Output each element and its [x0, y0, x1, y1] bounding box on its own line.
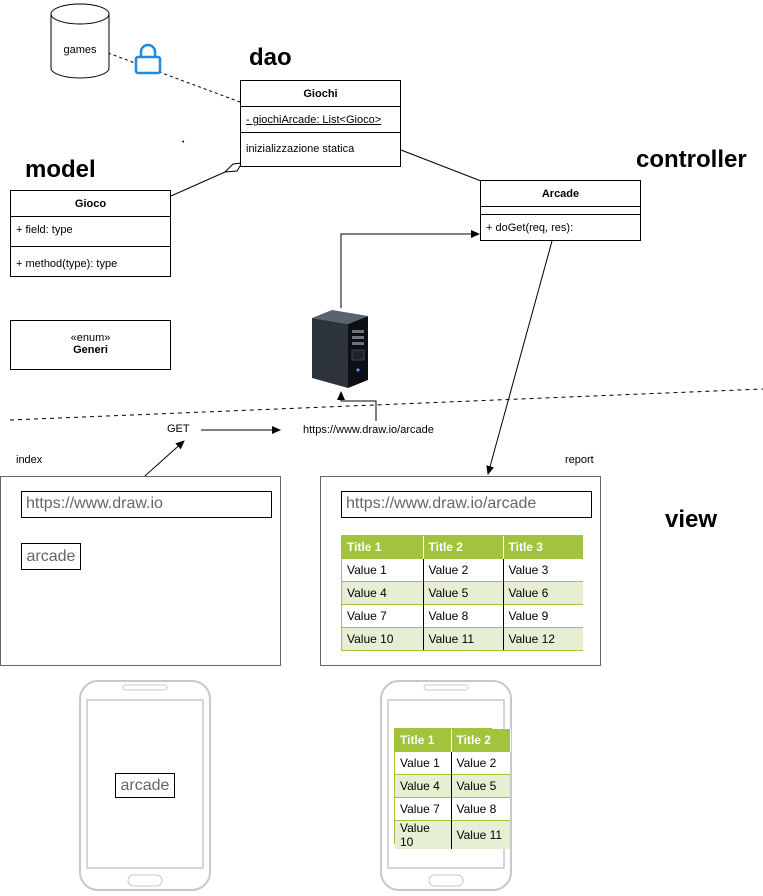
table-cell: Value 11: [423, 627, 504, 650]
table-cell: Value 8: [423, 604, 504, 628]
get-label: GET: [167, 423, 190, 435]
database-label: games: [63, 44, 97, 56]
table-row: Value 7 Value 8 Value 9: [342, 604, 583, 628]
table-row: Value 1 Value 2: [395, 751, 510, 775]
table-cell: Value 1: [342, 558, 424, 582]
gioco-attribute: + field: type: [11, 217, 170, 247]
gioco-class-name: Gioco: [11, 191, 170, 217]
table-cell: Value 7: [342, 604, 424, 628]
index-page-frame: https://www.draw.io arcade: [0, 476, 281, 666]
controller-title: controller: [636, 146, 747, 173]
table-cell: Value 8: [451, 797, 510, 821]
table-cell: Value 7: [395, 797, 452, 821]
table-cell: Value 5: [423, 581, 504, 605]
table-header: Title 2: [451, 729, 511, 752]
lock-icon: [134, 43, 162, 75]
table-cell: Value 10: [342, 627, 424, 650]
table-row: Value 4 Value 5: [395, 774, 510, 798]
index-arcade-button[interactable]: arcade: [21, 543, 81, 570]
phone-table: Title 1 Title 2 Value 1 Value 2 Value 4 …: [394, 728, 511, 849]
arcade-class-separator: [481, 207, 640, 215]
report-label: report: [565, 454, 594, 466]
report-url-input[interactable]: https://www.draw.io/arcade: [341, 491, 592, 518]
url-server-arrow: [337, 391, 377, 421]
table-header: Title 3: [503, 536, 583, 559]
table-header: Title 1: [342, 536, 424, 559]
table-row: Value 4 Value 5 Value 6: [342, 581, 583, 605]
table-cell: Value 12: [503, 627, 583, 650]
db-association-line: [107, 52, 241, 103]
dao-title: dao: [249, 44, 292, 71]
table-header: Title 1: [395, 729, 452, 752]
table-row: Value 10 Value 11: [395, 820, 510, 849]
arcade-report-arrow: [486, 240, 553, 475]
gioco-operation: + method(type): type: [16, 258, 118, 270]
table-row: Value 7 Value 8: [395, 797, 510, 821]
model-title: model: [25, 156, 96, 183]
table-cell: Value 9: [503, 604, 583, 628]
table-cell: Value 2: [423, 558, 504, 582]
index-label: index: [16, 454, 43, 466]
table-cell: Value 5: [451, 774, 510, 798]
giochi-operation: inizializzazione statica: [246, 143, 355, 155]
stray-dot: •: [182, 139, 185, 146]
gioco-giochi-aggregation-line: [170, 171, 226, 197]
table-row: Value 10 Value 11 Value 12: [342, 627, 583, 650]
table-cell: Value 11: [451, 820, 510, 849]
table-cell: Value 1: [395, 751, 452, 775]
table-cell: Value 6: [503, 581, 583, 605]
table-cell: Value 3: [503, 558, 583, 582]
report-table-header-row: Title 1 Title 2 Title 3: [342, 536, 583, 559]
generi-name: Generi: [73, 344, 108, 356]
table-cell: Value 2: [451, 751, 510, 775]
arcade-operation: + doGet(req, res):: [486, 222, 574, 234]
generi-stereotype: «enum»: [70, 332, 111, 344]
generi-enum: «enum» Generi: [10, 320, 171, 370]
gioco-class: Gioco + field: type + method(type): type: [10, 190, 171, 277]
database-icon: games: [50, 2, 110, 80]
view-title: view: [665, 506, 718, 533]
table-cell: Value 4: [395, 774, 452, 798]
view-divider-line: [9, 388, 763, 421]
arcade-class: Arcade + doGet(req, res):: [480, 180, 641, 241]
table-cell: Value 4: [342, 581, 424, 605]
phone-arcade-button[interactable]: arcade: [115, 773, 175, 798]
report-page-frame: https://www.draw.io/arcade Title 1 Title…: [320, 476, 601, 666]
table-cell: Value 10: [395, 820, 452, 849]
table-row: Value 1 Value 2 Value 3: [342, 558, 583, 582]
giochi-class-name: Giochi: [241, 81, 400, 107]
giochi-attribute: - giochiArcade: List<Gioco>: [241, 107, 400, 133]
route-url-label: https://www.draw.io/arcade: [303, 424, 434, 436]
server-arcade-arrow: [340, 230, 480, 308]
index-url-input[interactable]: https://www.draw.io: [21, 491, 272, 518]
phone-table-header-row: Title 1 Title 2: [395, 729, 511, 752]
giochi-arcade-line: [400, 149, 482, 182]
table-header: Title 2: [423, 536, 504, 559]
arcade-class-name: Arcade: [481, 181, 640, 207]
report-table: Title 1 Title 2 Title 3 Value 1 Value 2 …: [341, 535, 583, 651]
server-icon: [310, 308, 370, 390]
giochi-class: Giochi - giochiArcade: List<Gioco> inizi…: [240, 80, 401, 167]
